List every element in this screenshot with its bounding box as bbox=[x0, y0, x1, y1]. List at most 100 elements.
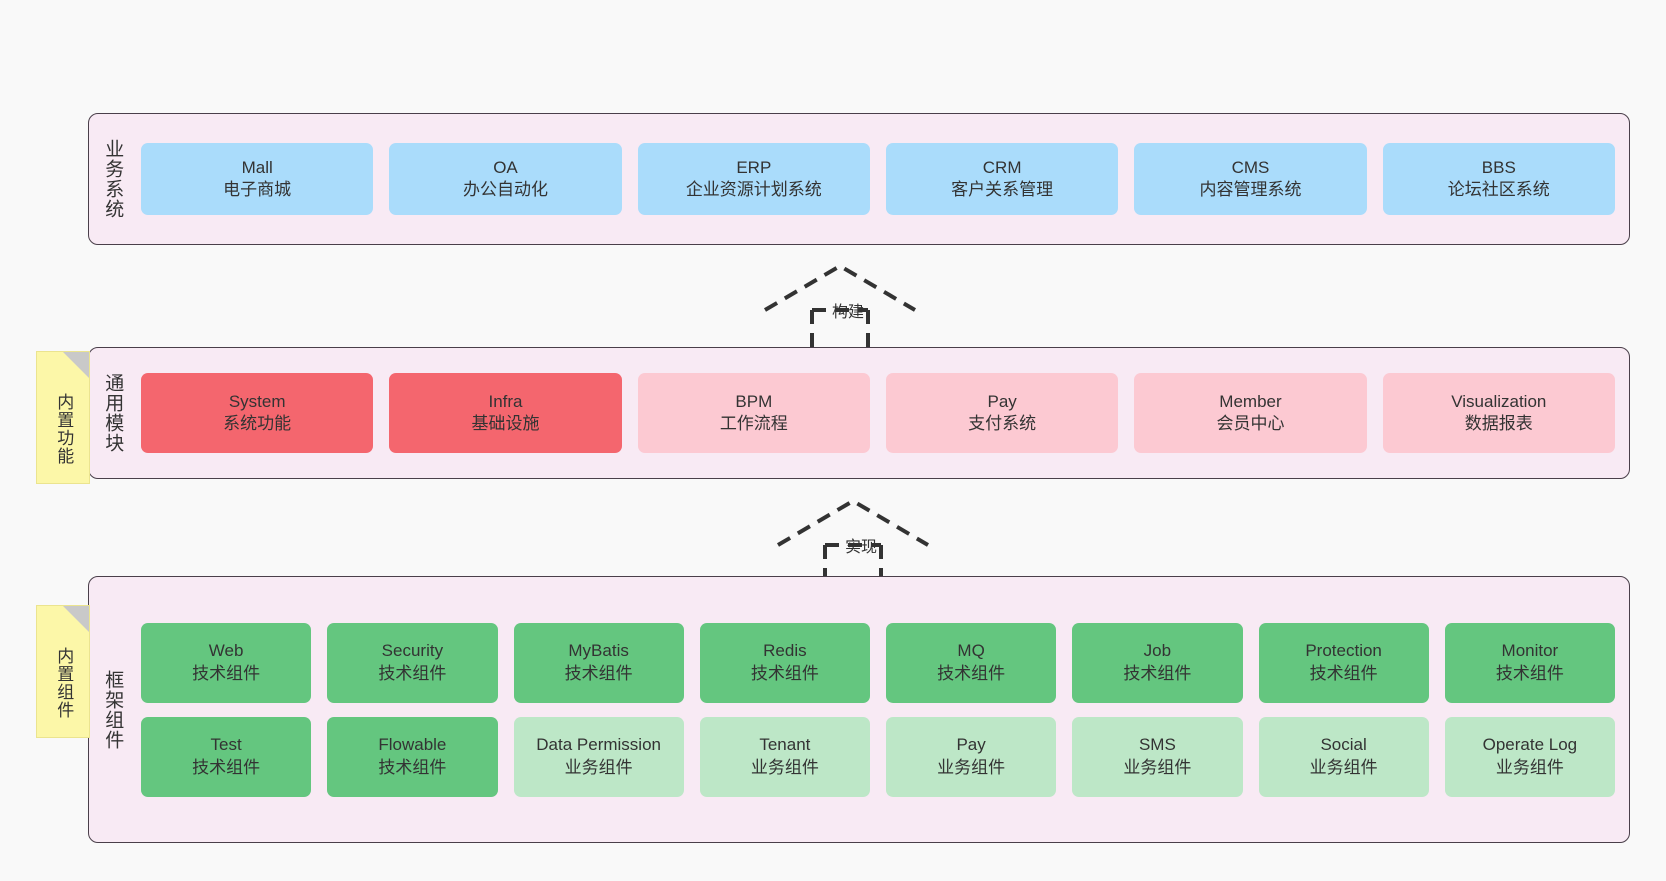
node-subtitle: 论坛社区系统 bbox=[1447, 180, 1550, 199]
page-fold-icon bbox=[63, 352, 89, 378]
node-subtitle: 技术组件 bbox=[192, 663, 261, 683]
node-redis[interactable]: Redis 技术组件 bbox=[699, 622, 870, 703]
node-title: Member bbox=[1219, 391, 1282, 411]
node-subtitle: 技术组件 bbox=[750, 663, 819, 683]
node-test[interactable]: Test 技术组件 bbox=[141, 716, 312, 797]
node-bpm[interactable]: BPM 工作流程 bbox=[637, 373, 870, 453]
node-subtitle: 技术组件 bbox=[378, 757, 447, 777]
node-subtitle: 数据报表 bbox=[1464, 414, 1533, 433]
node-subtitle: 业务组件 bbox=[937, 757, 1006, 777]
node-flowable[interactable]: Flowable 技术组件 bbox=[327, 716, 498, 797]
node-subtitle: 电子商城 bbox=[223, 180, 292, 199]
node-cms[interactable]: CMS 内容管理系统 bbox=[1134, 143, 1367, 215]
node-bbs[interactable]: BBS 论坛社区系统 bbox=[1382, 143, 1615, 215]
node-title: Pay bbox=[987, 391, 1017, 411]
node-title: ERP bbox=[736, 157, 772, 177]
sticky-note-label: 内置组件 bbox=[54, 646, 74, 719]
connector-label-build: 构建 bbox=[832, 304, 865, 321]
node-subtitle: 技术组件 bbox=[564, 663, 633, 683]
node-monitor[interactable]: Monitor 技术组件 bbox=[1444, 622, 1615, 703]
node-subtitle: 系统功能 bbox=[223, 414, 292, 433]
layer-title-common-modules: 通用模块 bbox=[102, 373, 124, 453]
node-title: Tenant bbox=[759, 735, 811, 755]
node-sms[interactable]: SMS 业务组件 bbox=[1072, 716, 1243, 797]
layer-business-system[interactable]: 业务系统 Mall 电子商城 OA 办公自动化 ERP 企业资源计划系统 CRM… bbox=[88, 113, 1630, 245]
node-title: Visualization bbox=[1451, 391, 1547, 411]
node-title: System bbox=[228, 391, 286, 411]
node-title: CRM bbox=[982, 157, 1022, 177]
node-title: CMS bbox=[1231, 157, 1270, 177]
node-security[interactable]: Security 技术组件 bbox=[327, 622, 498, 703]
node-title: Operate Log bbox=[1482, 735, 1578, 755]
connector-implement: 实现 bbox=[768, 493, 938, 588]
node-subtitle: 办公自动化 bbox=[462, 180, 548, 199]
node-subtitle: 业务组件 bbox=[1309, 757, 1378, 777]
node-mall[interactable]: Mall 电子商城 bbox=[141, 143, 374, 215]
node-subtitle: 支付系统 bbox=[968, 414, 1037, 433]
node-social[interactable]: Social 业务组件 bbox=[1258, 716, 1429, 797]
node-title: Flowable bbox=[378, 735, 447, 755]
node-title: Protection bbox=[1305, 641, 1382, 661]
node-mybatis[interactable]: MyBatis 技术组件 bbox=[513, 622, 684, 703]
node-title: Mall bbox=[241, 157, 273, 177]
node-oa[interactable]: OA 办公自动化 bbox=[389, 143, 622, 215]
sticky-note-builtin-components[interactable]: 内置组件 bbox=[36, 605, 90, 738]
connector-build: 构建 bbox=[755, 258, 925, 353]
node-pay-component[interactable]: Pay 业务组件 bbox=[886, 716, 1057, 797]
page-fold-icon bbox=[63, 606, 89, 632]
node-title: Data Permission bbox=[536, 735, 661, 755]
node-title: Security bbox=[381, 641, 444, 661]
node-row: Web 技术组件 Security 技术组件 MyBatis 技术组件 Redi… bbox=[141, 622, 1615, 703]
node-subtitle: 业务组件 bbox=[1123, 757, 1192, 777]
node-title: Infra bbox=[488, 391, 523, 411]
node-title: Test bbox=[210, 735, 242, 755]
node-subtitle: 会员中心 bbox=[1216, 414, 1285, 433]
node-infra[interactable]: Infra 基础设施 bbox=[389, 373, 622, 453]
node-mq[interactable]: MQ 技术组件 bbox=[886, 622, 1057, 703]
node-subtitle: 企业资源计划系统 bbox=[685, 180, 822, 199]
node-title: BBS bbox=[1481, 157, 1516, 177]
layer-body-common-modules: System 系统功能 Infra 基础设施 BPM 工作流程 Pay 支付系统… bbox=[135, 348, 1629, 478]
sticky-note-builtin-features[interactable]: 内置功能 bbox=[36, 351, 90, 484]
node-job[interactable]: Job 技术组件 bbox=[1072, 622, 1243, 703]
node-erp[interactable]: ERP 企业资源计划系统 bbox=[637, 143, 870, 215]
node-member[interactable]: Member 会员中心 bbox=[1134, 373, 1367, 453]
layer-common-modules[interactable]: 通用模块 System 系统功能 Infra 基础设施 BPM 工作流程 Pay… bbox=[88, 347, 1630, 479]
node-subtitle: 技术组件 bbox=[1123, 663, 1192, 683]
node-subtitle: 业务组件 bbox=[564, 757, 633, 777]
node-title: SMS bbox=[1138, 735, 1176, 755]
node-title: BPM bbox=[735, 391, 773, 411]
node-tenant[interactable]: Tenant 业务组件 bbox=[699, 716, 870, 797]
node-title: Web bbox=[208, 641, 244, 661]
node-row: Mall 电子商城 OA 办公自动化 ERP 企业资源计划系统 CRM 客户关系… bbox=[141, 143, 1615, 215]
node-title: OA bbox=[493, 157, 518, 177]
layer-framework-components[interactable]: 框架组件 Web 技术组件 Security 技术组件 MyBatis 技术组件… bbox=[88, 576, 1630, 843]
node-subtitle: 内容管理系统 bbox=[1199, 180, 1302, 199]
node-title: Job bbox=[1143, 641, 1172, 661]
node-subtitle: 基础设施 bbox=[471, 414, 540, 433]
node-crm[interactable]: CRM 客户关系管理 bbox=[885, 143, 1119, 215]
layer-title-business-system: 业务系统 bbox=[102, 139, 124, 219]
node-subtitle: 业务组件 bbox=[1495, 757, 1564, 777]
node-subtitle: 技术组件 bbox=[378, 663, 447, 683]
node-title: Monitor bbox=[1501, 641, 1559, 661]
node-subtitle: 技术组件 bbox=[937, 663, 1006, 683]
node-title: Social bbox=[1320, 735, 1367, 755]
node-data-permission[interactable]: Data Permission 业务组件 bbox=[513, 716, 684, 797]
node-visualization[interactable]: Visualization 数据报表 bbox=[1382, 373, 1615, 453]
layer-body-framework-components: Web 技术组件 Security 技术组件 MyBatis 技术组件 Redi… bbox=[135, 577, 1629, 842]
node-subtitle: 客户关系管理 bbox=[951, 180, 1054, 199]
node-pay[interactable]: Pay 支付系统 bbox=[885, 373, 1119, 453]
sticky-note-label: 内置功能 bbox=[54, 392, 74, 465]
node-web[interactable]: Web 技术组件 bbox=[141, 622, 312, 703]
node-subtitle: 技术组件 bbox=[1495, 663, 1564, 683]
node-title: MQ bbox=[957, 641, 985, 661]
node-operate-log[interactable]: Operate Log 业务组件 bbox=[1444, 716, 1615, 797]
node-protection[interactable]: Protection 技术组件 bbox=[1258, 622, 1429, 703]
connector-label-implement: 实现 bbox=[845, 539, 878, 556]
node-title: MyBatis bbox=[568, 641, 629, 661]
node-title: Redis bbox=[763, 641, 807, 661]
node-system[interactable]: System 系统功能 bbox=[141, 373, 374, 453]
node-subtitle: 工作流程 bbox=[719, 414, 788, 433]
